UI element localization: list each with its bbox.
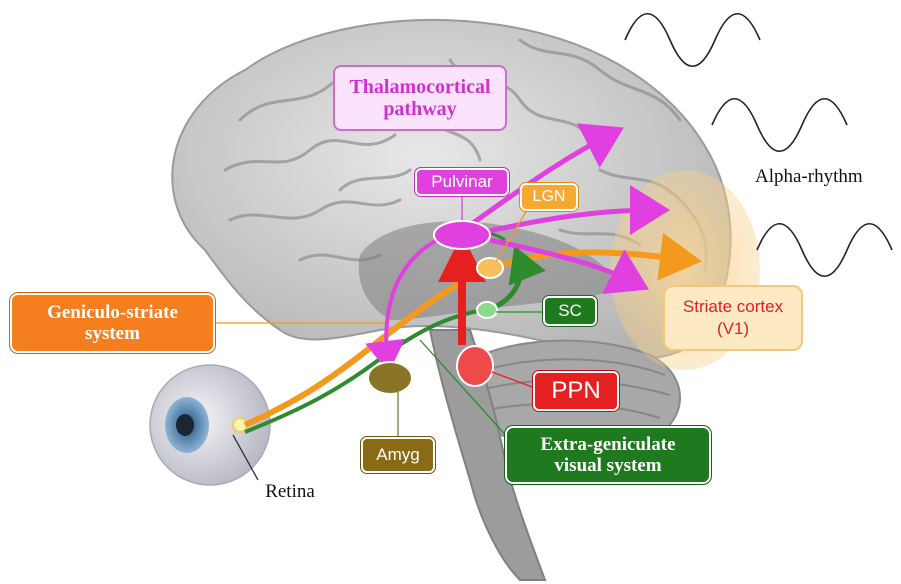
striate-cortex-label: Striate cortex (V1) — [663, 285, 803, 351]
amyg-nucleus — [368, 362, 412, 394]
pulvinar-label: Pulvinar — [415, 168, 509, 196]
thalamocortical-pathway-box: Thalamocortical pathway — [333, 65, 507, 131]
sc-nucleus — [477, 302, 497, 318]
amyg-label: Amyg — [361, 437, 435, 473]
lgn-label: LGN — [520, 183, 578, 211]
ppn-nucleus — [457, 346, 493, 386]
ppn-label: PPN — [533, 371, 619, 411]
pulvinar-nucleus — [434, 221, 490, 249]
alpha-rhythm-label: Alpha-rhythm — [755, 162, 901, 192]
retina-label: Retina — [245, 478, 335, 506]
lgn-nucleus — [477, 258, 503, 278]
sc-label: SC — [543, 296, 597, 326]
extra-geniculate-label: Extra-geniculate visual system — [505, 426, 711, 484]
geniculo-striate-label: Geniculo-striate system — [10, 293, 215, 353]
